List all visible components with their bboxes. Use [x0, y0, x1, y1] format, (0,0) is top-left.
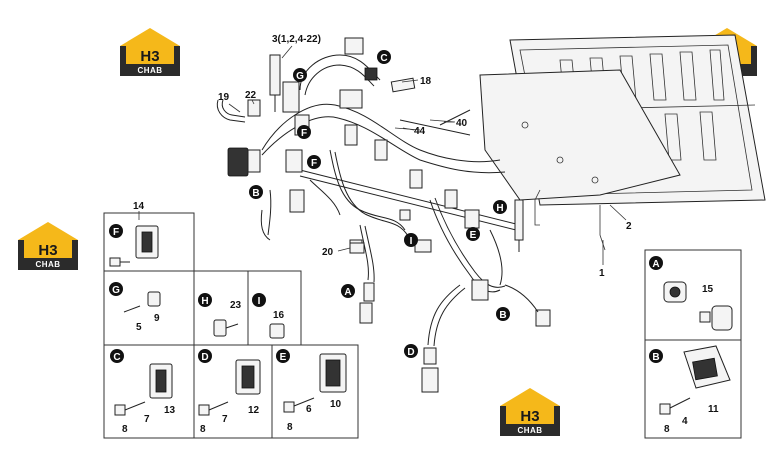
callout-main-a: A: [341, 284, 355, 298]
label-item-10: 10: [330, 399, 342, 410]
detail-panel-a: A 15: [649, 256, 733, 331]
callout-letter: E: [280, 352, 287, 363]
label-item-23: 23: [230, 300, 242, 311]
logo-top-left: H3 CHAB: [120, 28, 180, 76]
logo-brand-text: CHAB: [35, 260, 60, 269]
callout-main-d: D: [404, 344, 418, 358]
callout-main-g: G: [293, 68, 307, 82]
label-item-22: 22: [245, 90, 257, 101]
callout-main-f2: F: [307, 155, 321, 169]
logo-mark-text: H3: [140, 48, 159, 65]
detail-panel-c: C 13 7 8: [110, 349, 176, 435]
callout-main-b2: B: [496, 307, 510, 321]
label-item-2: 2: [626, 221, 632, 232]
label-item-20: 20: [322, 247, 334, 258]
detail-panel-h: H 23: [198, 293, 242, 337]
label-item-6: 6: [306, 404, 312, 415]
callout-letter: F: [301, 128, 307, 139]
detail-panel-g: G 5 9: [109, 282, 161, 333]
callout-letter: H: [496, 203, 503, 214]
callout-letter: I: [258, 296, 261, 307]
label-item-7b: 7: [222, 414, 228, 425]
callout-letter: G: [296, 71, 304, 82]
callout-letter: F: [311, 158, 317, 169]
injector-cover-assembly: [479, 34, 766, 251]
callout-letter: E: [470, 230, 477, 241]
label-item-8b: 8: [200, 424, 206, 435]
callout-letter: A: [652, 259, 659, 270]
wiring-harness: [216, 37, 551, 393]
detail-panels-right: [644, 249, 742, 439]
label-item-13: 13: [164, 405, 176, 416]
label-item-4: 4: [682, 416, 688, 427]
callout-letter: B: [499, 310, 506, 321]
label-item-7a: 7: [144, 414, 150, 425]
callout-main-e: E: [466, 227, 480, 241]
logo-mark-text: H3: [38, 242, 57, 259]
label-item-1: 1: [599, 268, 605, 279]
detail-panel-b: B 11 4 8: [649, 345, 731, 435]
label-item-8c: 8: [287, 422, 293, 433]
label-item-8a: 8: [122, 424, 128, 435]
callout-letter: C: [380, 53, 387, 64]
label-item-15: 15: [702, 284, 714, 295]
label-item-9: 9: [154, 313, 160, 324]
detail-panel-e: E 10 6 8: [276, 349, 347, 433]
callout-letter: B: [652, 352, 659, 363]
callout-letter: B: [252, 188, 259, 199]
label-item-40: 40: [456, 118, 468, 129]
label-item-16: 16: [273, 310, 285, 321]
label-item-11: 11: [708, 404, 719, 415]
label-item-18: 18: [420, 76, 432, 87]
callout-main-b1: B: [249, 185, 263, 199]
callout-letter: A: [344, 287, 351, 298]
leader-lines: [228, 45, 627, 265]
callout-letter: D: [407, 347, 414, 358]
logo-brand-text: CHAB: [517, 426, 542, 435]
logo-left: H3 CHAB: [18, 222, 78, 270]
logo-bottom: H3 CHAB: [500, 388, 560, 436]
label-item-14: 14: [133, 201, 145, 212]
label-item-44: 44: [414, 126, 426, 137]
label-item-8d: 8: [664, 424, 670, 435]
logo-brand-text: CHAB: [137, 66, 162, 75]
label-item-5: 5: [136, 322, 142, 333]
label-item-19: 19: [218, 92, 230, 103]
callout-main-h: H: [493, 200, 507, 214]
callout-main-c: C: [377, 50, 391, 64]
callout-letter: H: [201, 296, 208, 307]
callout-main-i: I: [404, 233, 418, 247]
callout-letter: D: [201, 352, 208, 363]
logo-mark-text: H3: [520, 408, 539, 425]
detail-panel-d: D 12 7 8: [198, 349, 261, 435]
callout-main-f1: F: [297, 125, 311, 139]
detail-panel-i: I 16: [252, 293, 285, 339]
detail-panels-left: [103, 212, 359, 439]
callout-letter: G: [112, 285, 120, 296]
callout-letter: F: [113, 227, 119, 238]
callout-letter: C: [113, 352, 120, 363]
callout-letter: I: [410, 236, 413, 247]
label-item-12: 12: [248, 405, 260, 416]
detail-panel-f: F: [109, 224, 159, 267]
label-item-3: 3(1,2,4-22): [272, 34, 321, 45]
